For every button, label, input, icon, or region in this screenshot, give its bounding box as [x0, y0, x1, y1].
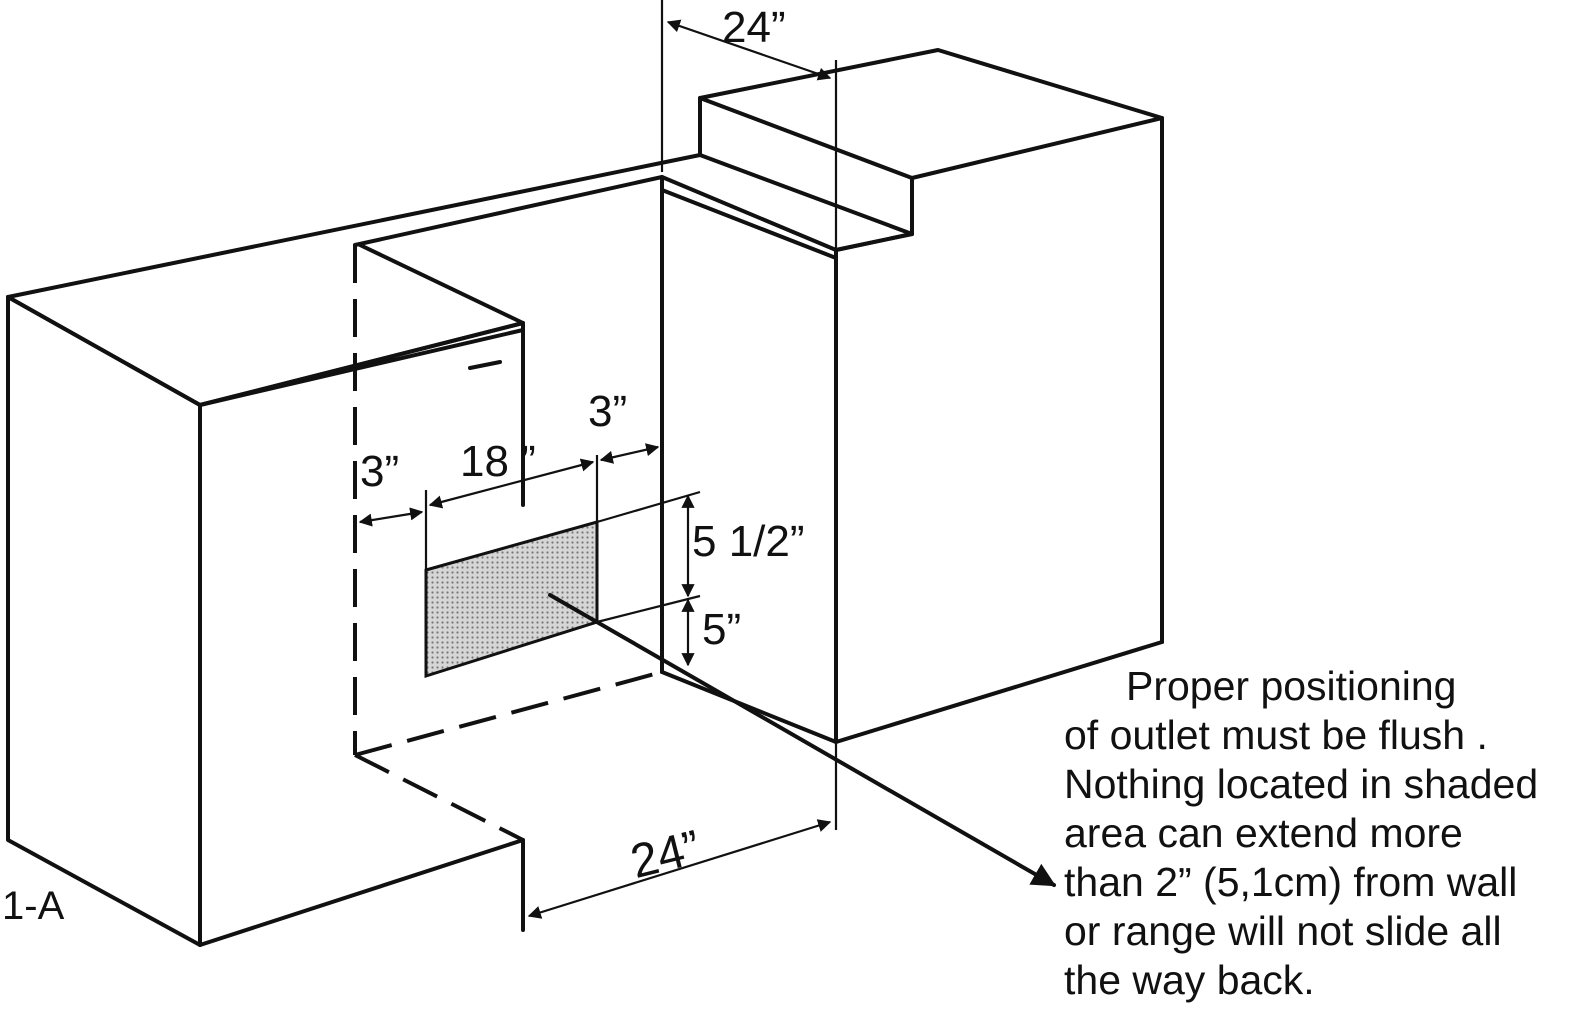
- note-line: than 2” (5,1cm) from wall: [1064, 859, 1518, 905]
- dimension-lines: [358, 0, 838, 919]
- shaded-outlet-area: [424, 520, 599, 679]
- dim-bottom-width: 24”: [626, 821, 706, 889]
- right-cabinet: [698, 48, 1164, 744]
- leader-arrow: [548, 593, 1057, 887]
- dim-upper-height: 5 1/2”: [692, 517, 805, 566]
- left-cabinet: [6, 153, 702, 947]
- positioning-note: Proper positioning of outlet must be flu…: [1064, 662, 1584, 1005]
- dim-top-width: 24”: [722, 3, 786, 52]
- figure-label: 1-A: [2, 884, 65, 928]
- dim-lower-height: 5”: [702, 605, 741, 654]
- note-line: Nothing located in shaded: [1064, 761, 1539, 807]
- note-line: Proper positioning: [1126, 663, 1457, 709]
- dim-left-gap: 3”: [360, 447, 399, 496]
- note-line: or range will not slide all: [1064, 908, 1502, 954]
- note-line: area can extend more: [1064, 810, 1463, 856]
- note-line: the way back.: [1064, 957, 1315, 1003]
- dim-outlet-width: 18 ”: [460, 437, 536, 486]
- note-line: of outlet must be flush .: [1064, 712, 1488, 758]
- dim-right-gap: 3”: [588, 387, 627, 436]
